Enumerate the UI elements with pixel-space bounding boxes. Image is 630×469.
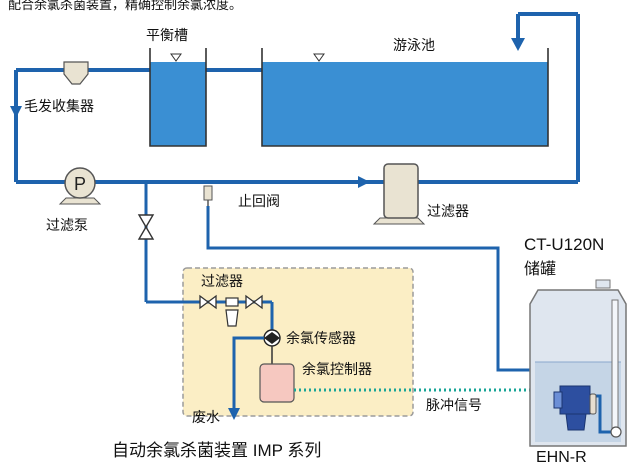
pump-letter: P [74,174,86,194]
pump-icon [64,167,96,199]
pool-label: 游泳池 [393,38,435,54]
chlorine-sensor-mark [264,332,280,344]
check-valve-icon [203,185,213,201]
pipe-waste [232,336,264,414]
balance-tank-water [150,62,206,146]
sample-valve-icon [137,214,155,240]
box-valve-right-icon [245,294,263,310]
metering-pump-grip [589,393,597,415]
metering-pump-body [559,385,591,415]
balance-tank-label: 平衡槽 [146,28,188,44]
tank-sight-gauge [611,299,619,431]
flow-arrow-right-bottom [358,176,370,188]
chlorine-controller-icon [259,363,295,403]
pool-wall [261,48,549,147]
balance-tank-level-icon [170,53,182,62]
tank-foot-valve [610,426,622,438]
chlorine-controller-label: 余氯控制器 [302,361,372,378]
balance-tank-wall [149,48,207,147]
main-filter-icon [383,163,419,219]
top-note: 配合余氯杀菌装置，精确控制余氯浓度。 [8,0,242,13]
tank-model-label: CT-U120N [524,235,604,254]
box-filter-cup [225,309,239,327]
main-filter-base [372,217,426,225]
filter-pump-label: 过滤泵 [46,218,88,234]
system-title: 自动余氯杀菌装置 IMP 系列 [112,441,321,460]
box-filter-icon [225,297,239,307]
pool-level-icon [313,53,325,62]
pool-water [262,62,548,146]
pulse-signal-label: 脉冲信号 [426,398,482,414]
chlorine-sensor-label: 余氯传感器 [286,330,356,347]
tank-name-label: 储罐 [524,259,556,278]
flow-arrow-down-left [10,106,22,118]
metering-pump-motor [565,413,587,431]
hair-collector-icon [63,61,89,85]
check-valve-label: 止回阀 [238,194,280,210]
equipment-box [182,267,414,417]
waste-arrow [228,408,240,420]
pump-base [58,197,102,205]
pump-model-label: EHN-R [536,449,587,466]
box-filter-label: 过滤器 [201,274,243,290]
main-filter-label: 过滤器 [427,204,469,220]
pipe-injection [206,206,556,372]
box-valve-left-icon [199,294,217,310]
tank-cap [595,279,611,289]
flow-arrow-into-pool [511,38,525,51]
waste-water-label: 废水 [192,410,220,426]
hair-collector-label: 毛发收集器 [24,98,94,115]
metering-pump-head [553,391,563,409]
